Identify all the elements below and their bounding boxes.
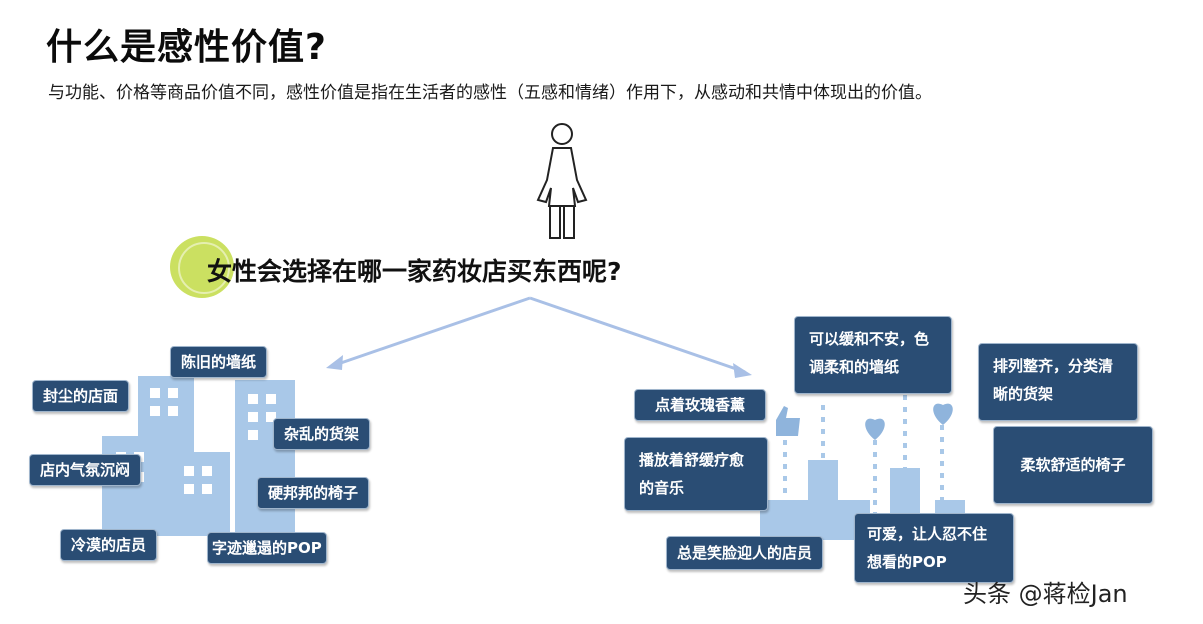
left-tag-messy-shelves: 杂乱的货架 — [273, 418, 371, 450]
left-tag-cold-staff: 冷漠的店员 — [60, 529, 158, 561]
heart-icon — [933, 403, 953, 425]
left-tag-hard-chairs: 硬邦邦的椅子 — [257, 477, 370, 509]
right-tag-healing-music: 播放着舒缓疗愈的音乐 — [624, 437, 768, 511]
right-tag-soft-chairs: 柔软舒适的椅子 — [993, 426, 1153, 504]
left-tag-dusty-storefront: 封尘的店面 — [32, 380, 130, 412]
left-tag-sloppy-pop: 字迹邋遢的POP — [207, 532, 327, 564]
watermark: 头条 @蒋检Jan — [963, 580, 1128, 608]
highlight-circle — [170, 236, 234, 298]
page-subtitle: 与功能、价格等商品价值不同，感性价值是指在生活者的感性（五感和情绪）作用下，从感… — [48, 83, 932, 103]
central-question: 女性会选择在哪一家药妆店买东西呢? — [207, 257, 622, 286]
right-tag-soft-wallpaper: 可以缓和不安，色调柔和的墙纸 — [794, 316, 952, 394]
split-arrows — [334, 296, 746, 374]
old-store-buildings — [102, 376, 295, 536]
right-tag-cute-pop: 可爱，让人忍不住想看的POP — [854, 513, 1014, 583]
page-title: 什么是感性价值? — [46, 27, 327, 68]
woman-icon — [536, 123, 588, 239]
right-tag-smiling-staff: 总是笑脸迎人的店员 — [666, 536, 824, 570]
arrow-head-left — [326, 355, 343, 370]
arrow-head-right — [733, 363, 752, 378]
thumbs-up-icon — [776, 406, 800, 436]
left-tag-gloomy-atmosphere: 店内气氛沉闷 — [29, 454, 142, 486]
right-tag-rose-aroma: 点着玫瑰香薰 — [634, 389, 767, 421]
left-tag-old-wallpaper: 陈旧的墙纸 — [170, 346, 268, 378]
right-tag-tidy-shelves: 排列整齐，分类清晰的货架 — [978, 343, 1138, 421]
heart-icon — [865, 418, 885, 440]
